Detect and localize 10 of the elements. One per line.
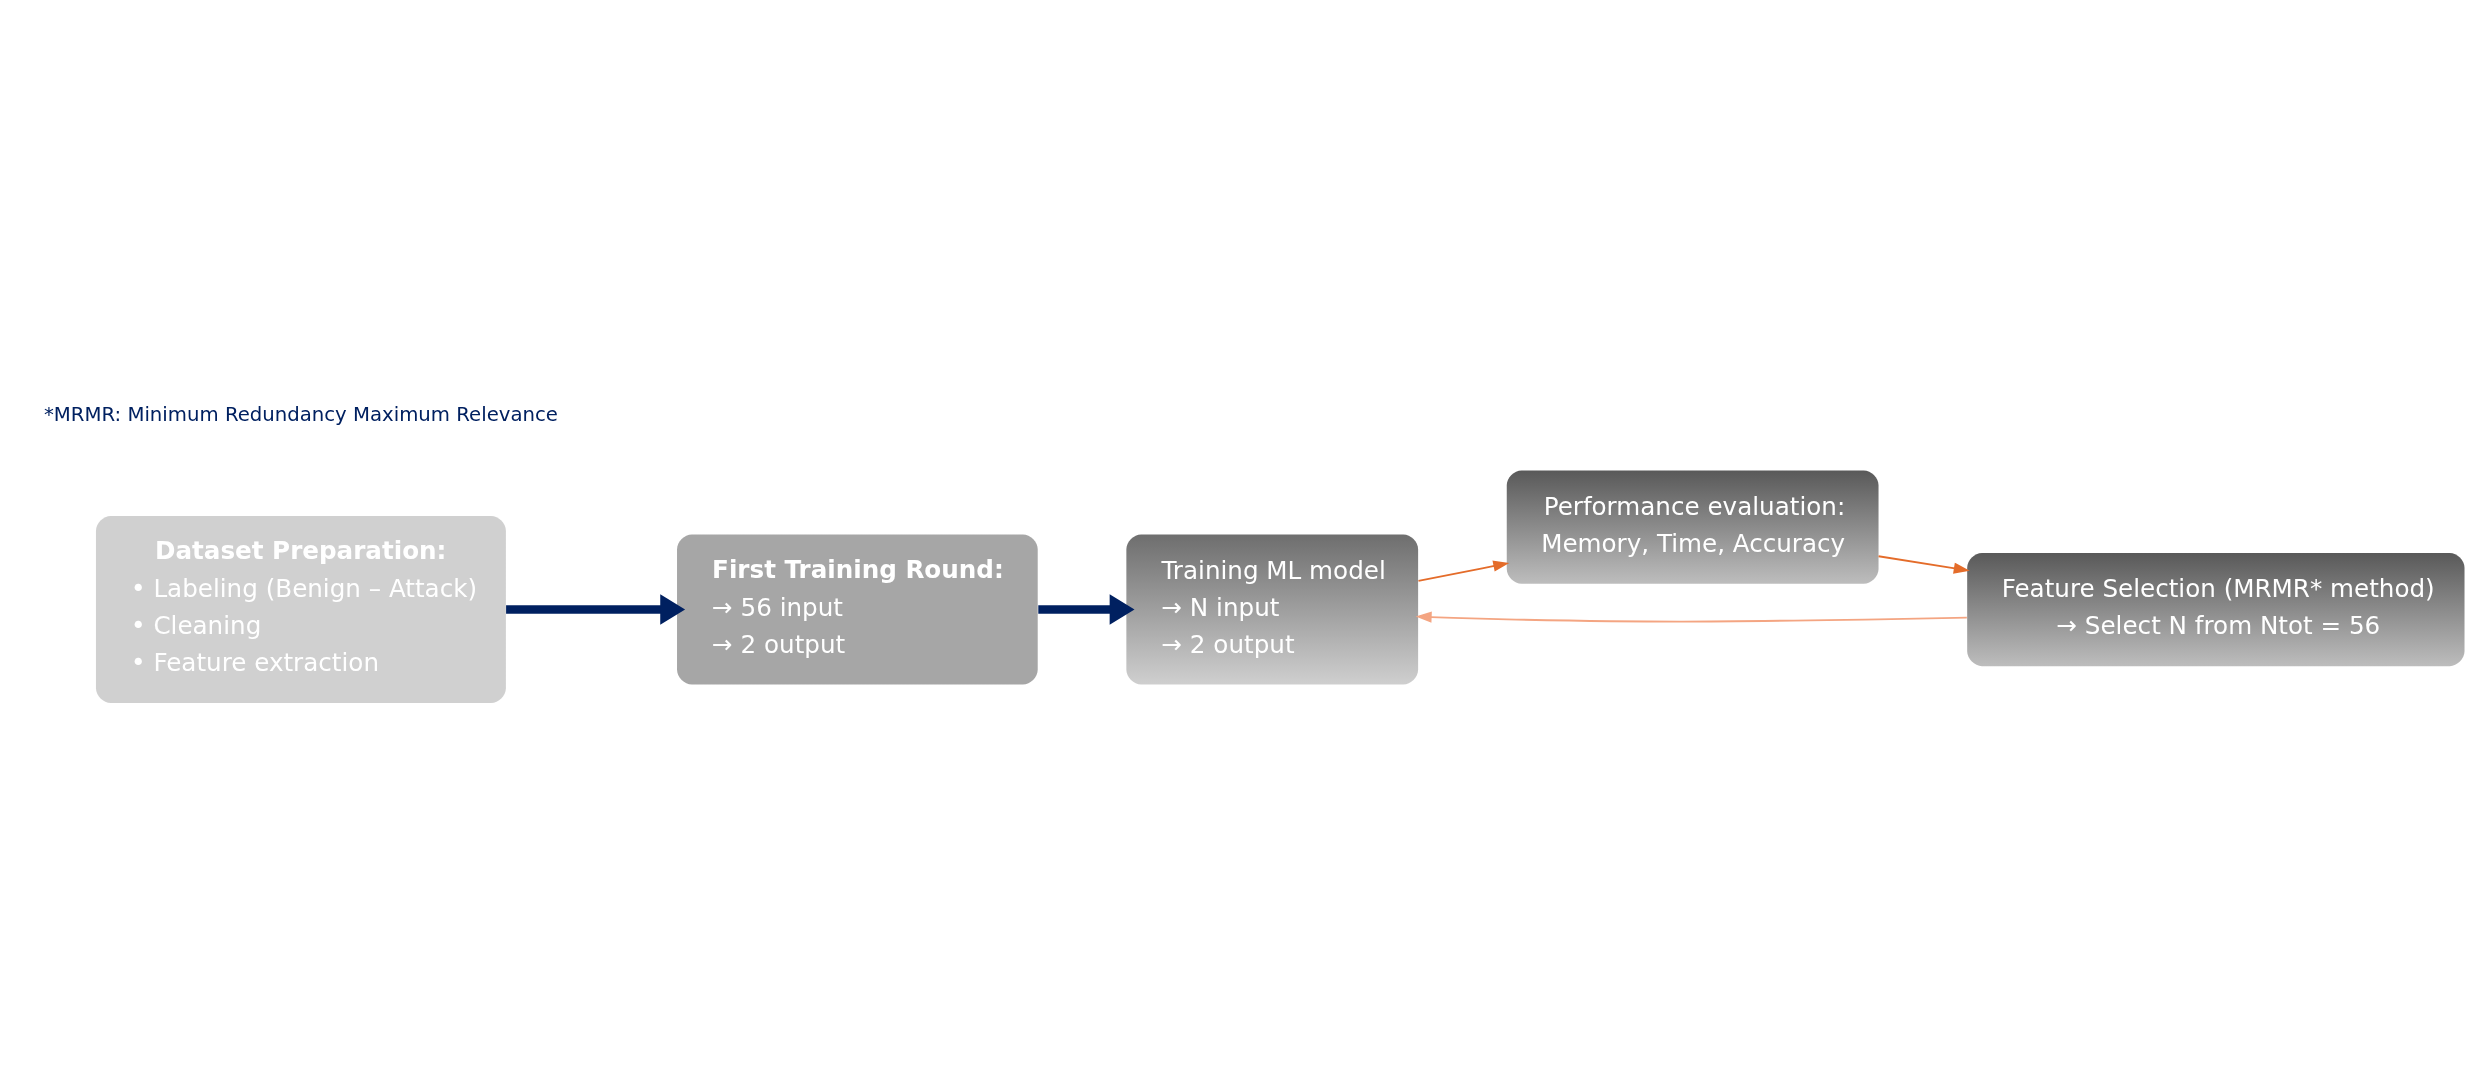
node-box: Training ML model → N input → 2 output [1126,534,1419,685]
node-box: Performance evaluation: Memory, Time, Accuracy [1506,470,1879,584]
label: *MRMR: Minimum Redundancy Maximum Relevance [43,402,558,426]
arrow [1038,594,1135,625]
arrow [1417,560,1510,582]
arrow [1415,611,1968,623]
node-box: First Training Round: → 56 input → 2 output [677,534,1038,685]
node-box: Feature Selection (MRMR* method) → Select N from Ntot = 56 [1967,552,2465,667]
arrow [1877,555,1970,574]
arrow [506,594,686,625]
